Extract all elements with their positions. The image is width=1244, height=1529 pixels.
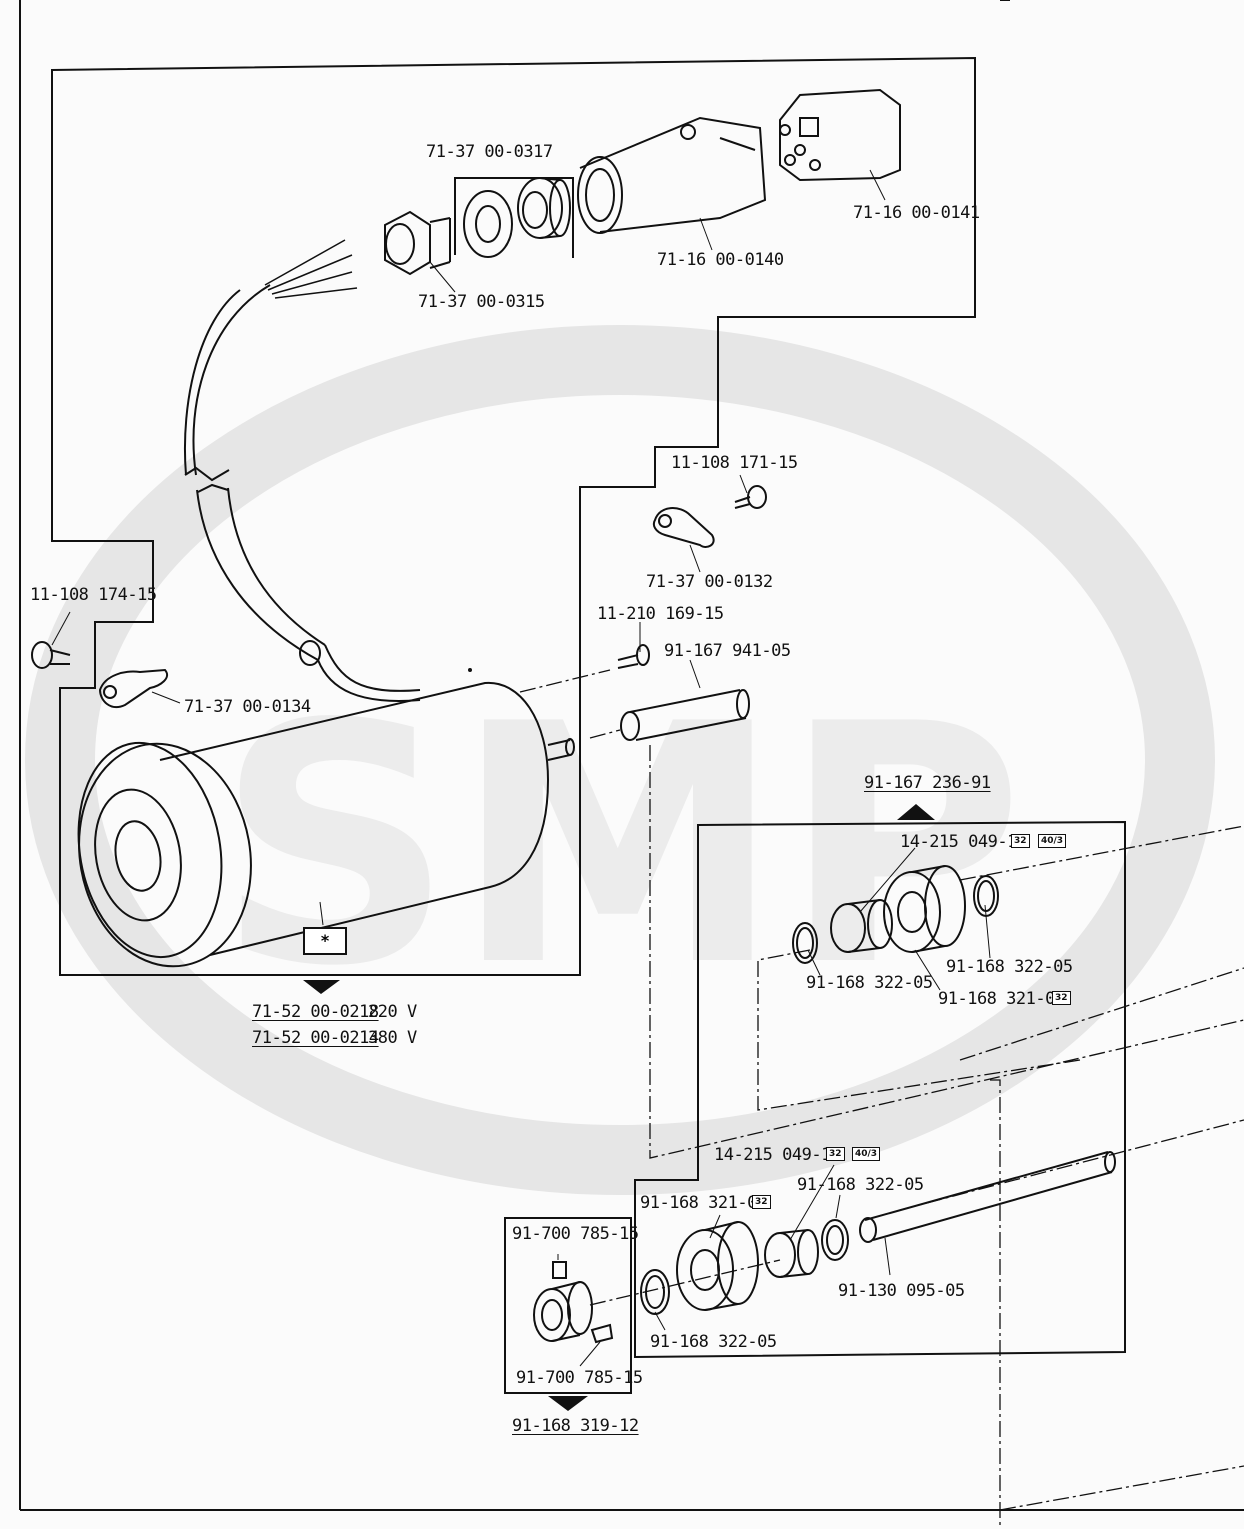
motor-star-badge: * xyxy=(303,927,347,955)
label-clamp-right: 71-37 00-0132 xyxy=(646,572,773,592)
label-setscrew-bottom: 91-700 785-15 xyxy=(516,1368,643,1388)
label-motor-380: 71-52 00-0214 xyxy=(252,1028,379,1048)
label-needle-cage-top: 14-215 049-13 xyxy=(900,832,1027,852)
bearing-top-parts xyxy=(792,865,999,964)
label-washer-bottom-left: 91-168 322-05 xyxy=(650,1332,777,1352)
badge-32-housing-top: 32 xyxy=(1052,991,1071,1005)
label-shaft: 91-130 095-05 xyxy=(838,1281,965,1301)
plug-gland-insert-part xyxy=(463,190,513,258)
collar-group-outline xyxy=(504,1217,632,1394)
badge-40-3-needle-cage-bottom: 40/3 xyxy=(852,1147,881,1161)
badge-32-needle-cage-top: 32 xyxy=(1011,834,1030,848)
label-needle-cage-bottom: 14-215 049-13 xyxy=(714,1145,841,1165)
clamp-left-part xyxy=(98,668,169,709)
plug-gland-ring-part xyxy=(517,177,571,239)
label-collar-assembly: 91-168 319-12 xyxy=(512,1416,639,1436)
label-motor-380-voltage: 380 V xyxy=(368,1028,417,1048)
label-plug-insert: 71-16 00-0141 xyxy=(853,203,980,223)
label-housing-bottom: 91-168 321-05 xyxy=(640,1193,767,1213)
screw-left-part xyxy=(31,641,71,669)
motor-cable xyxy=(183,284,421,702)
label-washer-top-left: 91-168 322-05 xyxy=(806,973,933,993)
assembly-lines xyxy=(519,669,1244,1529)
coupling-sleeve-part xyxy=(620,689,750,741)
bearing-bottom-parts xyxy=(640,1151,1116,1315)
badge-40-3-needle-cage-top: 40/3 xyxy=(1038,834,1067,848)
page-frame xyxy=(19,0,1244,1511)
label-bearing-assembly: 91-167 236-91 xyxy=(864,773,991,793)
bearing-group-outline xyxy=(634,820,1126,1359)
label-setscrew-top: 91-700 785-15 xyxy=(512,1224,639,1244)
clamp-right-part xyxy=(652,507,715,548)
gland-bracket xyxy=(454,177,574,258)
screw-coupling-part xyxy=(617,644,650,669)
badge-32-housing-bottom: 32 xyxy=(752,1195,771,1209)
screw-right-part xyxy=(734,485,767,509)
label-motor-220-voltage: 220 V xyxy=(368,1002,417,1022)
collar-parts xyxy=(533,1261,614,1344)
motor-body xyxy=(77,668,575,968)
label-plug-gland-set: 71-37 00-0317 xyxy=(426,142,553,162)
label-housing-top: 91-168 321-05 xyxy=(938,989,1065,1009)
watermark-logo: SMP xyxy=(25,325,1215,1195)
label-motor-220: 71-52 00-0218 xyxy=(252,1002,379,1022)
plug-housing-part xyxy=(577,116,767,234)
label-washer-top-right: 91-168 322-05 xyxy=(946,957,1073,977)
label-screw-left: 11-108 174-15 xyxy=(30,585,157,605)
label-screw-right: 11-108 171-15 xyxy=(671,453,798,473)
plug-insert-part xyxy=(779,88,901,182)
label-washer-bottom-right: 91-168 322-05 xyxy=(797,1175,924,1195)
label-screw-coupling: 11-210 169-15 xyxy=(597,604,724,624)
bearing-pointer-triangle xyxy=(897,804,935,820)
badge-32-needle-cage-bottom: 32 xyxy=(826,1147,845,1161)
motor-pointer-triangle xyxy=(303,980,340,994)
label-plug-housing: 71-16 00-0140 xyxy=(657,250,784,270)
collar-pointer-triangle xyxy=(548,1396,588,1411)
label-coupling-sleeve: 91-167 941-05 xyxy=(664,641,791,661)
cable-wires xyxy=(264,239,358,299)
motor-group-outline xyxy=(51,56,976,976)
label-plug-gland-nut: 71-37 00-0315 xyxy=(418,292,545,312)
plug-gland-nut-part xyxy=(384,210,451,276)
label-clamp-left: 71-37 00-0134 xyxy=(184,697,311,717)
